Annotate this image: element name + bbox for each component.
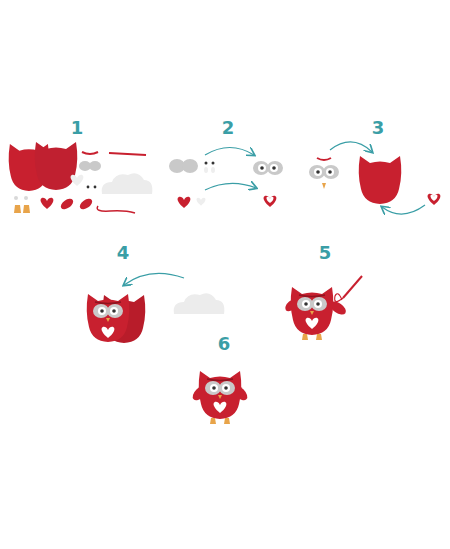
step-number: 1 — [71, 119, 84, 137]
step-number: 4 — [117, 244, 130, 262]
step-number: 3 — [372, 119, 385, 137]
step-number: 5 — [319, 244, 332, 262]
step-number: 2 — [222, 119, 235, 137]
step-number: 6 — [218, 335, 231, 353]
